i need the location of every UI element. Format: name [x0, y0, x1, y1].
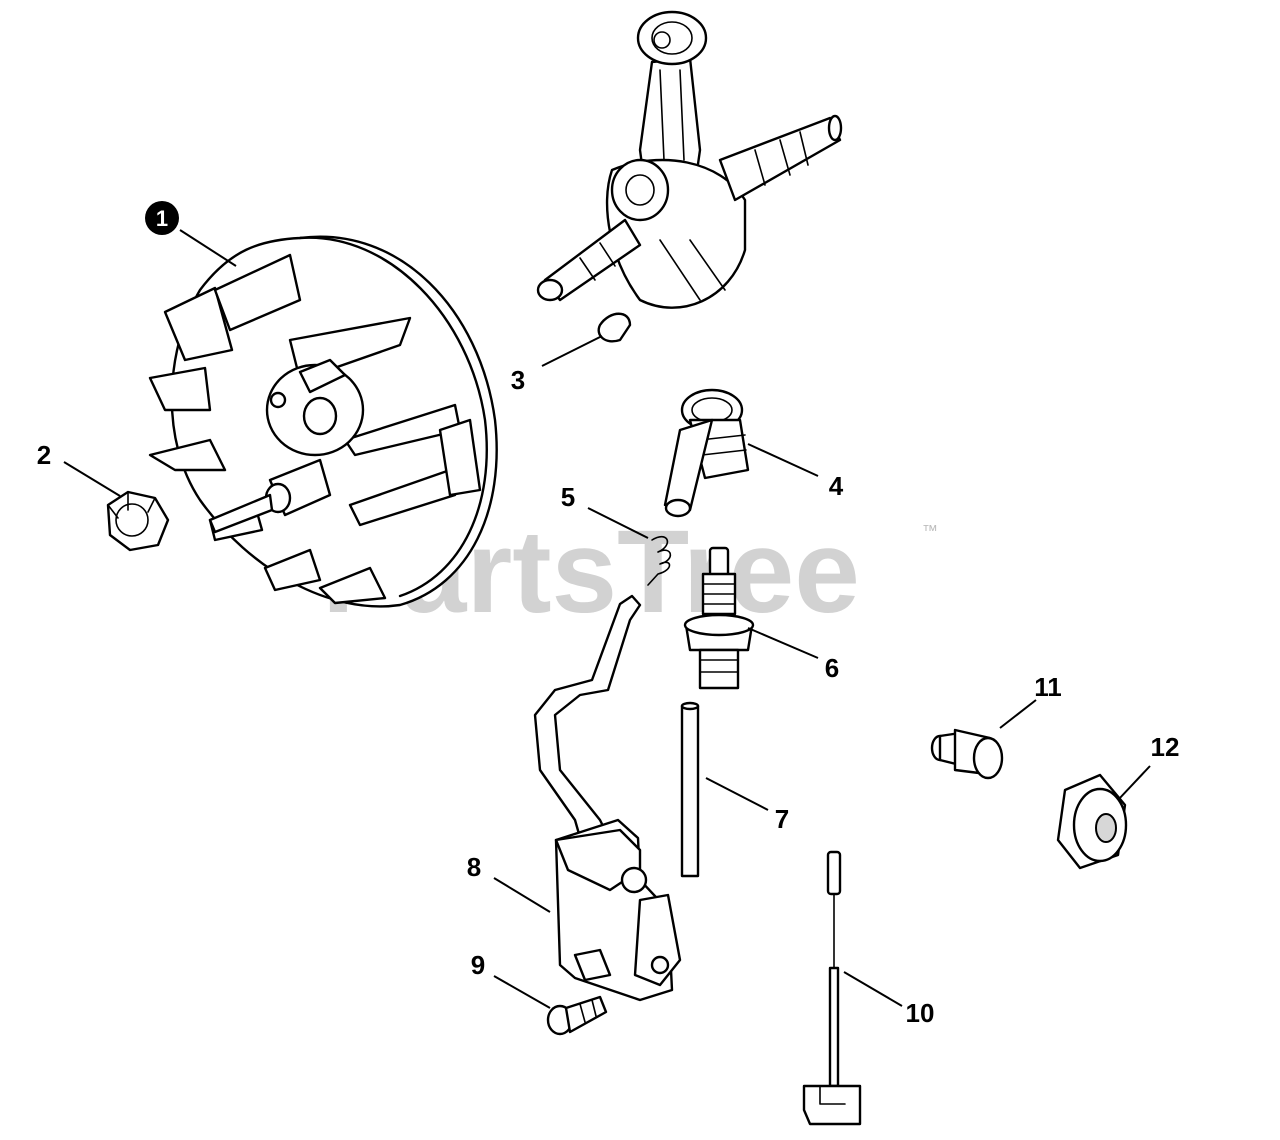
callout-2[interactable]: 2 [37, 440, 51, 470]
crankshaft-assembly [536, 10, 843, 309]
callout-1[interactable]: 1 [145, 201, 179, 235]
flywheel [148, 235, 498, 608]
callouts: 1 2 3 4 5 6 7 8 9 10 11 12 [37, 201, 1180, 1028]
woodruff-key [597, 312, 632, 343]
callout-9[interactable]: 9 [471, 950, 485, 980]
callout-3[interactable]: 3 [511, 365, 525, 395]
screw [546, 995, 608, 1036]
callout-11[interactable]: 11 [1034, 672, 1062, 702]
flange-nut [106, 490, 170, 552]
stop-wire [802, 850, 862, 1126]
callout-10[interactable]: 10 [906, 998, 935, 1028]
cap [1056, 773, 1128, 870]
callout-4[interactable]: 4 [829, 471, 844, 501]
callout-8[interactable]: 8 [467, 852, 481, 882]
tube [680, 701, 700, 878]
callout-5[interactable]: 5 [561, 482, 575, 512]
svg-text:1: 1 [156, 206, 168, 231]
spark-plug-boot [663, 388, 750, 518]
callout-7[interactable]: 7 [775, 804, 789, 834]
callout-6[interactable]: 6 [825, 653, 839, 683]
grommet [930, 728, 1004, 780]
leader-lines [63, 229, 1151, 1009]
spring [647, 535, 672, 586]
ignition-coil [533, 594, 682, 1002]
callout-12[interactable]: 12 [1151, 732, 1180, 762]
watermark-trademark: ™ [922, 523, 938, 540]
spark-plug [683, 546, 755, 690]
